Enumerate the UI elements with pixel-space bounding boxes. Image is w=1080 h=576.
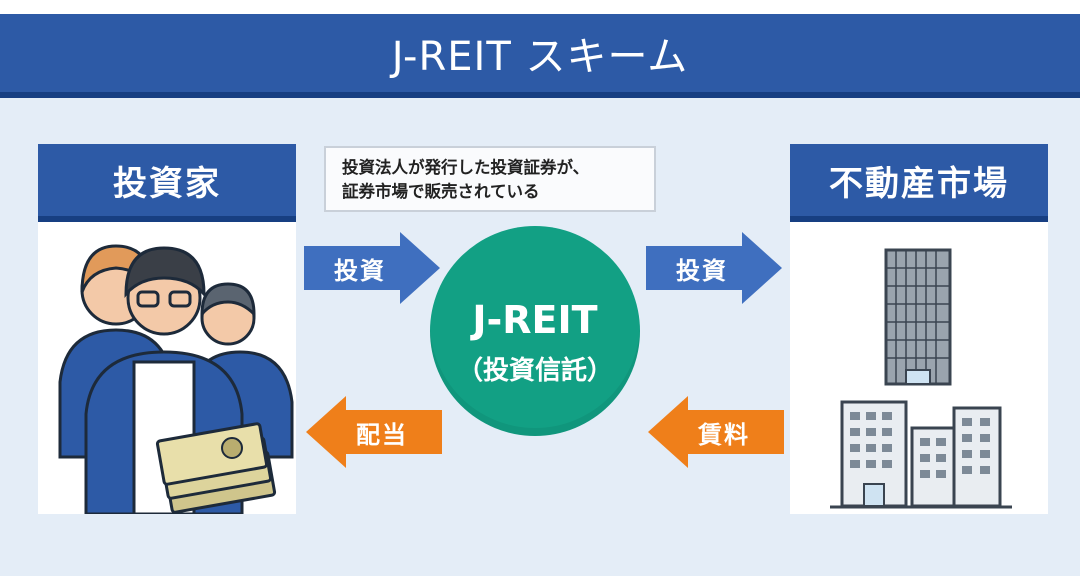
invest-left-label: 投資 <box>334 256 386 285</box>
title-bar: J-REIT スキーム <box>0 14 1080 98</box>
dividend-label: 配当 <box>356 420 408 449</box>
people-icon <box>58 244 294 514</box>
buildings-icon <box>830 248 1012 509</box>
rent-label: 賃料 <box>698 420 750 449</box>
note-box: 投資法人が発行した投資証券が、 証券市場で販売されている <box>324 146 656 212</box>
invest-arrow-left: 投資 <box>304 232 444 304</box>
office-buildings <box>830 400 1012 509</box>
jreit-title: J-REIT <box>472 298 598 342</box>
note-line-1: 投資法人が発行した投資証券が、 <box>342 158 590 177</box>
tower-building <box>884 248 952 386</box>
market-panel: 不動産市場 <box>790 144 1048 514</box>
arrow-right-icon <box>646 232 782 304</box>
arrow-right-icon <box>304 232 440 304</box>
jreit-subtitle: （投資信託） <box>456 356 613 386</box>
arrow-left-icon <box>306 396 442 468</box>
invest-arrow-right: 投資 <box>646 232 786 304</box>
jreit-circle: J-REIT （投資信託） <box>430 226 640 436</box>
market-heading: 不動産市場 <box>790 144 1048 222</box>
invest-right-label: 投資 <box>676 256 728 285</box>
investor-panel: 投資家 <box>38 144 296 514</box>
page-title: J-REIT スキーム <box>391 34 689 80</box>
dividend-arrow: 配当 <box>302 396 442 468</box>
investor-heading: 投資家 <box>38 144 296 222</box>
banknotes-icon <box>155 422 277 514</box>
rent-arrow: 賃料 <box>644 396 784 468</box>
arrow-left-icon <box>648 396 784 468</box>
note-line-2: 証券市場で販売されている <box>342 182 540 201</box>
